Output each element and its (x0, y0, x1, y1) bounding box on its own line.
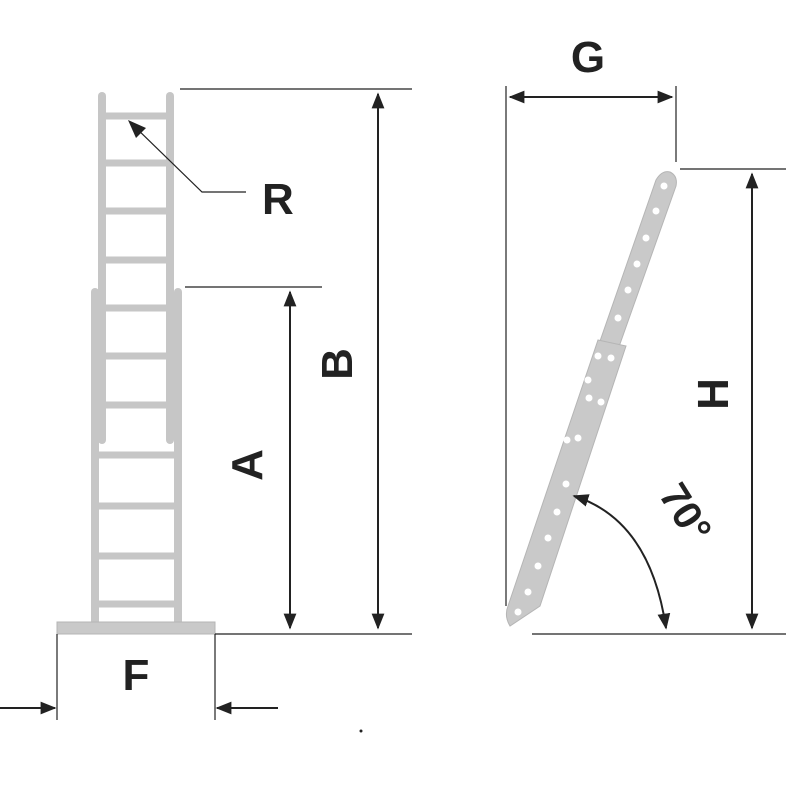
label-angle: 70° (650, 476, 719, 551)
rung-leader-line (131, 123, 246, 193)
label-r: R (262, 175, 294, 224)
hole (594, 352, 602, 360)
hole (524, 588, 532, 596)
rung-leader-arrow (128, 120, 146, 138)
hole (584, 376, 592, 384)
label-a: A (223, 449, 272, 481)
dot-mark (359, 729, 363, 733)
rungs (95, 112, 178, 608)
rung-holes (514, 182, 668, 616)
hole (642, 234, 650, 242)
label-h: H (689, 378, 738, 410)
hole (544, 534, 552, 542)
ladder-base (56, 621, 216, 635)
front-view-ladder (56, 92, 216, 635)
hole (563, 436, 571, 444)
hole (624, 286, 632, 294)
hole (534, 562, 542, 570)
hole (574, 434, 582, 442)
rung-pointer: R (128, 120, 294, 224)
hole (607, 354, 615, 362)
hole (633, 260, 641, 268)
hole (553, 508, 561, 516)
hole (660, 182, 668, 190)
hole (652, 207, 660, 215)
side-view-ladder (505, 171, 677, 627)
hole (585, 394, 593, 402)
label-g: G (571, 33, 605, 82)
hole (597, 398, 605, 406)
label-f: F (123, 651, 150, 700)
hole (562, 480, 570, 488)
angle-arc (572, 494, 671, 630)
label-b: B (313, 348, 362, 380)
hole (514, 608, 522, 616)
hole (614, 314, 622, 322)
